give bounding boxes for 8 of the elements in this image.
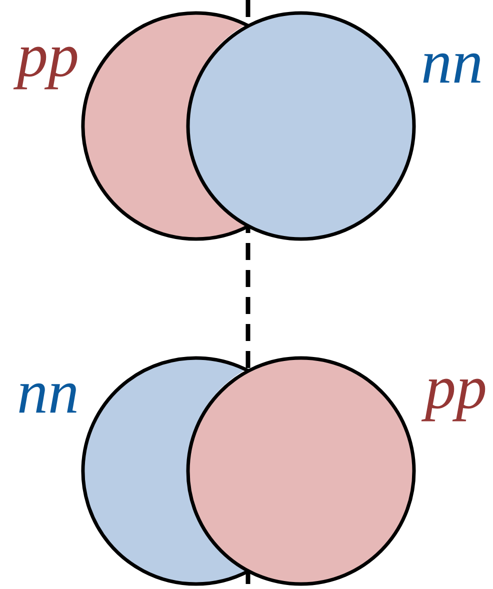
circle-label: pp [13, 46, 78, 90]
circle-label: pp [421, 378, 486, 422]
crescent [81, 11, 250, 241]
circle-label: nn [19, 383, 76, 413]
crescent [81, 356, 250, 586]
circle [186, 356, 416, 586]
circle [186, 11, 416, 241]
circle-label: nn [423, 53, 480, 83]
